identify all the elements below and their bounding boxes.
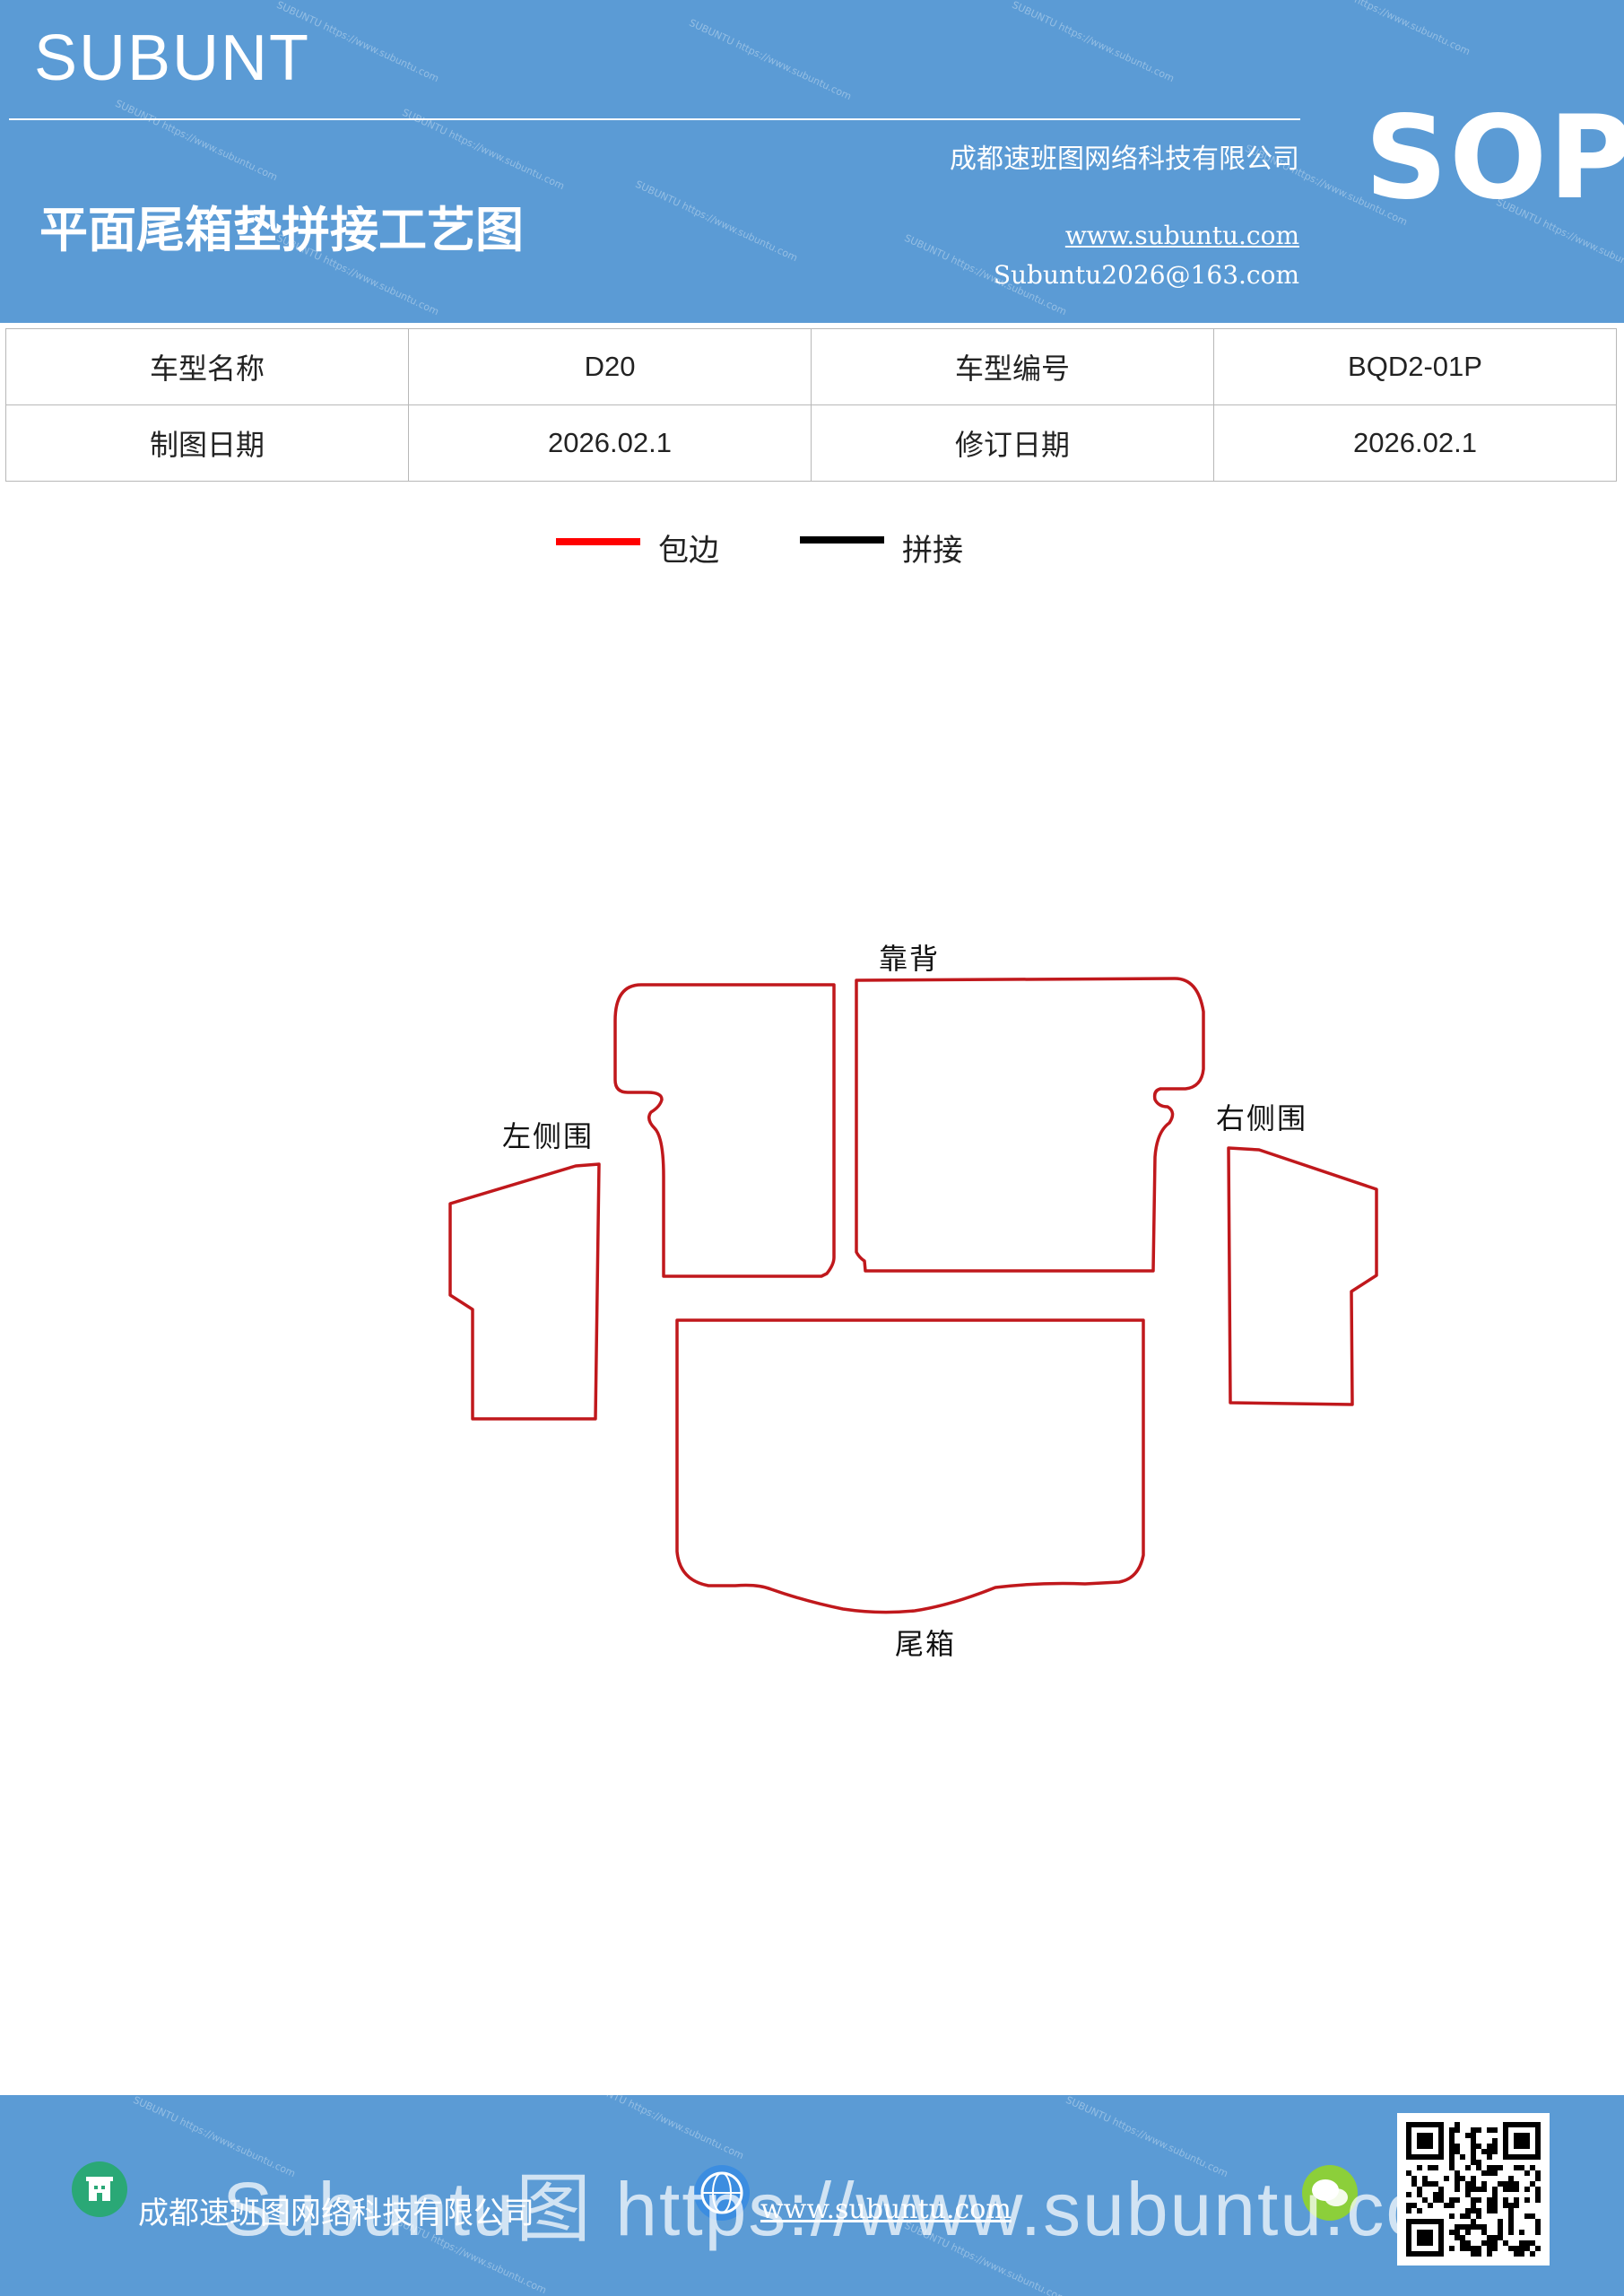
- watermark: SUBUNTU https://www.subuntu.com: [633, 178, 800, 265]
- wechat-icon: [1302, 2165, 1358, 2221]
- watermark: SUBUNTU https://www.subuntu.com: [1010, 0, 1177, 85]
- left-side-panel-outline: [448, 1162, 601, 1421]
- footer-banner: SUBUNTU https://www.subuntu.com SUBUNTU …: [0, 2095, 1624, 2296]
- footer-watermark-overlay: Subuntu图 https://www.subuntu.com: [222, 2167, 1495, 2251]
- model-name-value: D20: [408, 328, 812, 405]
- legend-label-binding: 包边: [658, 533, 719, 569]
- revision-date-label: 修订日期: [811, 404, 1214, 482]
- model-code-label: 车型编号: [811, 328, 1214, 405]
- part-label-right-side: 右侧围: [1216, 1101, 1308, 1135]
- qr-code[interactable]: [1397, 2113, 1550, 2266]
- backrest-main-panel-outline: [855, 977, 1205, 1273]
- sop-badge: SOP: [1365, 91, 1624, 225]
- legend-swatch-splice: [800, 536, 884, 544]
- header-divider: [9, 118, 1300, 120]
- email-address[interactable]: Subuntu2026@163.com: [993, 260, 1299, 290]
- vehicle-info-table: 车型名称 D20 车型编号 BQD2-01P 制图日期 2026.02.1 修订…: [5, 328, 1617, 482]
- table-row: 车型名称 D20 车型编号 BQD2-01P: [5, 328, 1617, 405]
- legend-swatch-binding: [556, 538, 640, 545]
- backrest-left-panel-outline: [613, 983, 836, 1278]
- legend-label-splice: 拼接: [902, 533, 963, 569]
- globe-icon: [694, 2165, 750, 2221]
- model-name-label: 车型名称: [5, 328, 409, 405]
- watermark: SUBUNTU https://www.subuntu.com: [687, 16, 854, 103]
- trunk-floor-panel-outline: [675, 1318, 1145, 1614]
- part-label-trunk: 尾箱: [895, 1627, 957, 1661]
- footer-company-name: 成都速班图网络科技有限公司: [138, 2196, 534, 2231]
- table-row: 制图日期 2026.02.1 修订日期 2026.02.1: [5, 404, 1617, 482]
- building-icon: [72, 2161, 127, 2217]
- brand-logo-text: SUBUNT: [34, 22, 311, 94]
- watermark: SUBUNTU https://www.subuntu.com: [1306, 0, 1472, 58]
- right-side-panel-outline: [1227, 1146, 1378, 1406]
- model-code-value: BQD2-01P: [1213, 328, 1617, 405]
- part-label-backrest: 靠背: [879, 942, 941, 976]
- document-title: 平面尾箱垫拼接工艺图: [39, 202, 524, 258]
- footer-website-link[interactable]: www.subuntu.com: [760, 2194, 1012, 2225]
- part-label-left-side: 左侧围: [502, 1119, 595, 1153]
- watermark: SUBUNTU https://www.subuntu.com: [113, 97, 280, 184]
- draw-date-value: 2026.02.1: [408, 404, 812, 482]
- website-link[interactable]: www.subuntu.com: [1064, 221, 1299, 250]
- company-name: 成都速班图网络科技有限公司: [950, 144, 1299, 175]
- revision-date-value: 2026.02.1: [1213, 404, 1617, 482]
- header-banner: SUBUNTU https://www.subuntu.com SUBUNTU …: [0, 0, 1624, 323]
- draw-date-label: 制图日期: [5, 404, 409, 482]
